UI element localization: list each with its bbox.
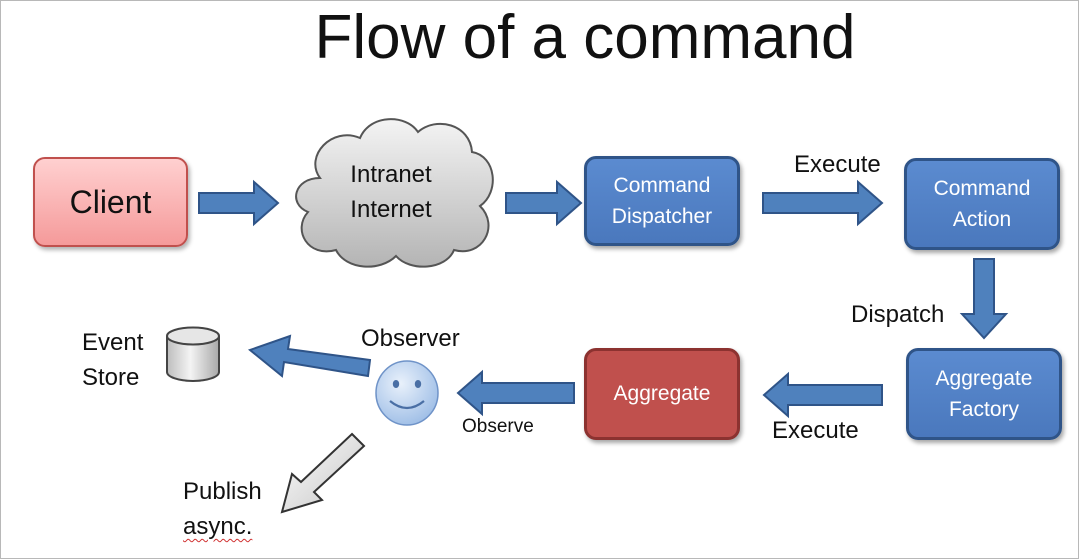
- arrow-observer-to-eventstore: [247, 334, 372, 378]
- arrow-network-to-dispatcher: [505, 179, 583, 227]
- arrow-factory-to-aggregate: [762, 371, 883, 419]
- execute-label-bottom: Execute: [772, 417, 859, 444]
- client-node: Client: [33, 157, 188, 247]
- publish-label-line2: async.: [183, 510, 252, 544]
- dispatch-label: Dispatch: [851, 301, 945, 328]
- aggregate-factory-node: Aggregate Factory: [906, 348, 1062, 440]
- observe-label: Observe: [462, 416, 534, 437]
- publish-label-line2-text: async.: [183, 513, 253, 540]
- execute-label-top: Execute: [794, 151, 881, 178]
- publish-label-line1: Publish: [183, 478, 262, 505]
- command-action-node: Command Action: [904, 158, 1060, 250]
- network-label: Intranet Internet: [350, 161, 432, 223]
- cloud-icon: [295, 118, 494, 268]
- aggregate-node: Aggregate: [584, 348, 740, 440]
- arrow-client-to-network: [198, 179, 280, 227]
- smiley-face-icon: [375, 360, 439, 426]
- arrow-action-to-factory: [959, 258, 1009, 340]
- arrow-dispatcher-to-action: [762, 179, 884, 227]
- command-dispatcher-node: Command Dispatcher: [584, 156, 740, 246]
- arrow-observer-to-publish: [280, 432, 366, 514]
- arrow-aggregate-to-observer: [456, 369, 575, 417]
- event-store-label-line2: Store: [82, 364, 140, 391]
- observer-label: Observer: [361, 325, 460, 352]
- database-cylinder-icon: [166, 326, 220, 382]
- event-store-label-line1: Event: [82, 329, 144, 356]
- slide-title: Flow of a command: [314, 3, 856, 72]
